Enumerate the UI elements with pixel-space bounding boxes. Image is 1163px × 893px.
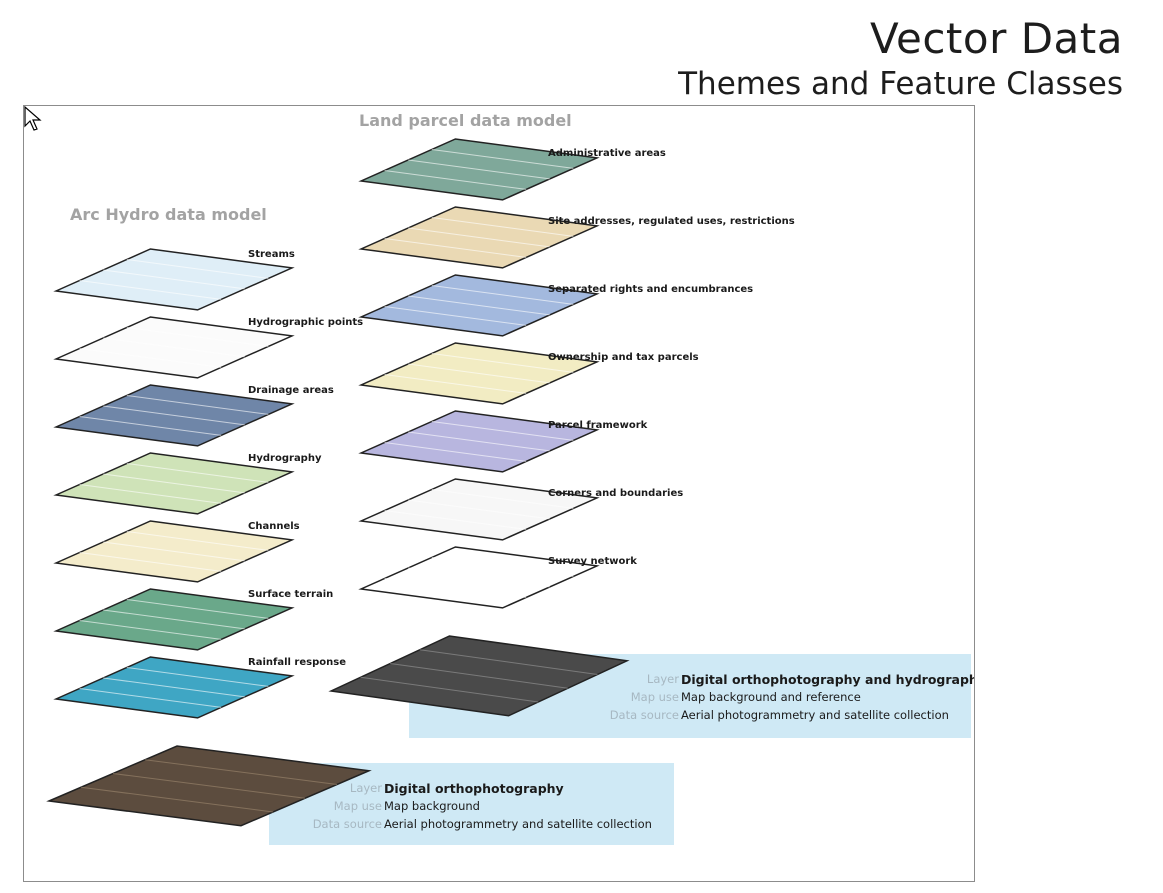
info-source-key: Data source	[312, 817, 382, 831]
land-parcel-layer	[358, 138, 600, 201]
info-source-key: Data source	[609, 708, 679, 722]
info-layer-value: Digital orthophotography	[384, 781, 564, 796]
arc-hydro-layer-label: Channels	[248, 521, 300, 532]
arc-hydro-layer	[53, 452, 295, 515]
info-use-key: Map use	[333, 799, 382, 813]
info-layer-key: Layer	[646, 672, 679, 686]
land-parcel-layer-label: Corners and boundaries	[548, 488, 684, 499]
layer-stack-drawing	[46, 138, 630, 827]
arc-hydro-layer-label: Rainfall response	[248, 657, 346, 668]
arc-hydro-layer-label: Hydrography	[248, 453, 322, 464]
info-use-value: Map background	[384, 799, 480, 813]
arc-hydro-model-title: Arc Hydro data model	[70, 205, 267, 224]
mouse-pointer-icon	[24, 106, 42, 131]
info-use-key: Map use	[630, 690, 679, 704]
arc-hydro-layer	[53, 520, 295, 583]
arc-hydro-layer-label: Hydrographic points	[248, 317, 364, 328]
land-parcel-layer	[358, 206, 600, 269]
layer-stack-figure: Layer Digital orthophotography and hydro…	[23, 105, 975, 882]
info-layer-value: Digital orthophotography and hydrography	[681, 672, 975, 687]
arc-hydro-base-layer	[46, 745, 372, 827]
land-parcel-model-title: Land parcel data model	[359, 111, 572, 130]
slide-subtitle: Themes and Feature Classes	[678, 66, 1123, 102]
arc-hydro-layer-label: Surface terrain	[248, 589, 334, 600]
land-parcel-base-layer	[328, 635, 630, 717]
land-parcel-base-info: Layer Digital orthophotography and hydro…	[409, 654, 974, 738]
info-layer-key: Layer	[349, 781, 382, 795]
land-parcel-layer	[358, 546, 600, 609]
land-parcel-layer	[358, 410, 600, 473]
info-use-value: Map background and reference	[681, 690, 861, 704]
land-parcel-layer-label: Site addresses, regulated uses, restrict…	[548, 216, 795, 227]
info-source-value: Aerial photogrammetry and satellite coll…	[681, 708, 949, 722]
land-parcel-layer	[358, 478, 600, 541]
arc-hydro-layer	[53, 384, 295, 447]
slide-title: Vector Data	[870, 14, 1123, 63]
info-source-value: Aerial photogrammetry and satellite coll…	[384, 817, 652, 831]
arc-hydro-layer	[53, 248, 295, 311]
arc-hydro-layer	[53, 316, 295, 379]
land-parcel-layer-label: Ownership and tax parcels	[548, 352, 699, 363]
land-parcel-layer-label: Survey network	[548, 556, 637, 567]
land-parcel-layer-label: Separated rights and encumbrances	[548, 284, 754, 295]
land-parcel-layer	[358, 274, 600, 337]
arc-hydro-layer	[53, 588, 295, 651]
land-parcel-layer	[358, 342, 600, 405]
arc-hydro-layer	[53, 656, 295, 719]
land-parcel-layer-label: Administrative areas	[548, 148, 666, 159]
arc-hydro-layer-label: Drainage areas	[248, 385, 334, 396]
land-parcel-layer-label: Parcel framework	[548, 420, 648, 431]
arc-hydro-layer-label: Streams	[248, 249, 295, 260]
